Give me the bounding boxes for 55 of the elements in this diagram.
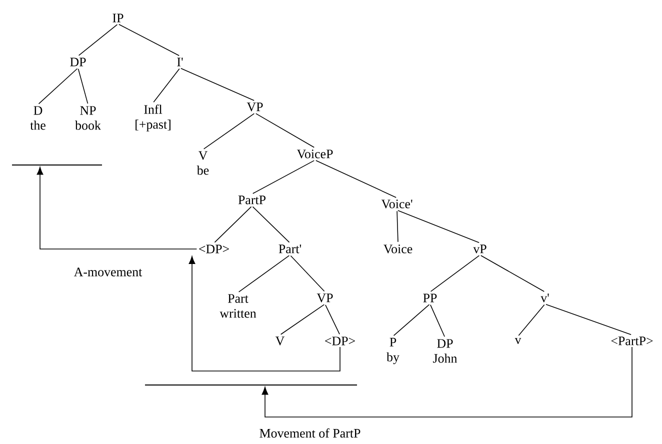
branch-line — [396, 210, 398, 242]
category-label: Part' — [278, 244, 302, 254]
branch-line — [255, 113, 315, 148]
branch-line — [252, 160, 315, 194]
branch-line — [238, 255, 290, 292]
category-label: PartP — [238, 196, 266, 204]
category-label: IP — [112, 14, 124, 22]
category-label: vP — [473, 244, 486, 254]
branch-line — [430, 255, 480, 292]
category-label: VP — [246, 102, 263, 112]
arrow-label: Movement of PartP — [260, 428, 360, 438]
category-label: v' — [540, 294, 549, 302]
category-label: VP — [316, 294, 333, 302]
branch-line — [398, 210, 480, 244]
category-label: DP John — [433, 339, 458, 363]
category-label: Voice — [384, 244, 412, 254]
category-label: <PartP> — [611, 336, 653, 346]
branch-line — [280, 304, 325, 335]
branch-line — [38, 68, 78, 104]
branch-line — [78, 68, 88, 104]
branch-line — [518, 304, 545, 336]
category-label: PP — [423, 294, 437, 302]
movement-arrow — [188, 256, 340, 372]
branch-line — [393, 304, 430, 336]
category-label: <DP> — [325, 336, 355, 346]
branch-line — [153, 68, 180, 102]
underline-bar — [12, 164, 102, 166]
category-label: v — [514, 338, 522, 344]
category-label: Part written — [220, 294, 256, 318]
category-label: DP — [70, 58, 86, 66]
category-label: Infl [+past] — [136, 104, 170, 132]
branch-line — [78, 24, 118, 56]
movement-arrow — [262, 346, 632, 418]
movement-arrow — [36, 166, 198, 250]
category-label: NP book — [75, 106, 101, 130]
category-label: <DP> — [199, 244, 229, 254]
category-label: P by — [386, 338, 400, 364]
branch-line — [325, 304, 340, 335]
branch-line — [480, 255, 545, 292]
category-label: D the — [30, 106, 46, 130]
branch-line — [546, 304, 632, 336]
category-label: V be — [196, 151, 209, 175]
branch-line — [430, 304, 445, 337]
branch-line — [252, 206, 290, 243]
branch-line — [118, 24, 180, 56]
category-label: V — [275, 336, 285, 346]
category-label: Voice' — [381, 200, 412, 208]
branch-line — [316, 160, 396, 198]
branch-line — [290, 255, 325, 292]
arrow-label: A-movement — [74, 268, 142, 276]
category-label: VoiceP — [296, 150, 333, 158]
category-label: I' — [177, 58, 183, 66]
branch-line — [180, 68, 254, 101]
branch-line — [203, 113, 255, 150]
branch-line — [214, 206, 252, 243]
